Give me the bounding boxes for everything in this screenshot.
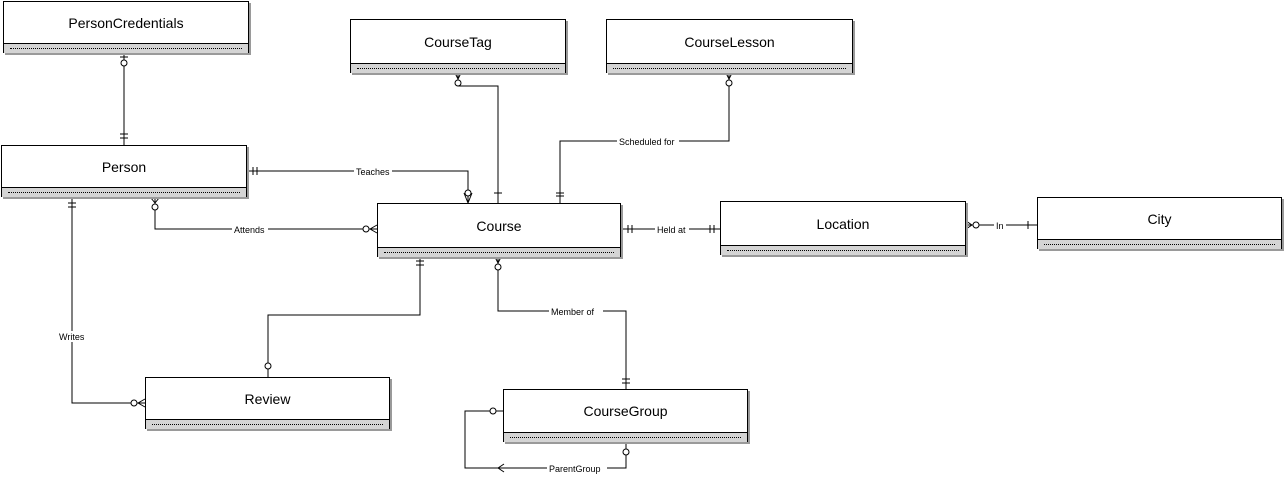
edge-writes — [68, 197, 146, 408]
entity-title: CourseTag — [424, 33, 492, 50]
label-attends: Attends — [234, 225, 265, 235]
entity-attributes — [146, 419, 389, 429]
entity-course[interactable]: Course — [377, 203, 621, 257]
edge-teaches — [246, 167, 473, 204]
label-held-at: Held at — [657, 225, 686, 235]
entity-location[interactable]: Location — [720, 201, 966, 255]
edge-attends — [150, 197, 378, 234]
edge-member-of — [494, 256, 630, 389]
label-teaches: Teaches — [356, 167, 390, 177]
entity-person-credentials[interactable]: PersonCredentials — [3, 1, 249, 53]
edge-course-tag — [454, 72, 502, 203]
entity-title: CourseLesson — [684, 33, 775, 50]
entity-title: Course — [476, 217, 522, 234]
entity-course-tag[interactable]: CourseTag — [350, 19, 566, 73]
edge-parent-group — [464, 407, 630, 473]
entity-attributes — [351, 63, 565, 73]
label-writes: Writes — [59, 332, 85, 342]
label-scheduled-for: Scheduled for — [619, 137, 675, 147]
entity-attributes — [721, 245, 965, 255]
entity-person[interactable]: Person — [1, 145, 247, 197]
entity-title: PersonCredentials — [68, 14, 184, 31]
entity-title: Review — [244, 390, 291, 407]
label-member-of: Member of — [551, 307, 595, 317]
entity-title: CourseGroup — [583, 403, 668, 419]
entity-attributes — [4, 43, 248, 53]
label-parent-group: ParentGroup — [549, 464, 601, 474]
entity-course-lesson[interactable]: CourseLesson — [606, 19, 853, 73]
entity-title: Location — [816, 215, 870, 232]
label-in: In — [996, 221, 1004, 231]
entity-attributes — [2, 187, 246, 197]
entity-review[interactable]: Review — [145, 377, 390, 429]
edge-person-credentials-person — [120, 53, 128, 145]
entity-attributes — [1038, 239, 1281, 249]
entity-title: Person — [101, 158, 147, 175]
entity-title: City — [1147, 210, 1172, 227]
entity-course-group[interactable]: CourseGroup — [503, 389, 748, 442]
entity-attributes — [607, 63, 852, 73]
entity-attributes — [504, 432, 747, 442]
entity-attributes — [378, 247, 620, 257]
entity-city[interactable]: City — [1037, 197, 1282, 249]
edge-course-review — [264, 257, 424, 377]
